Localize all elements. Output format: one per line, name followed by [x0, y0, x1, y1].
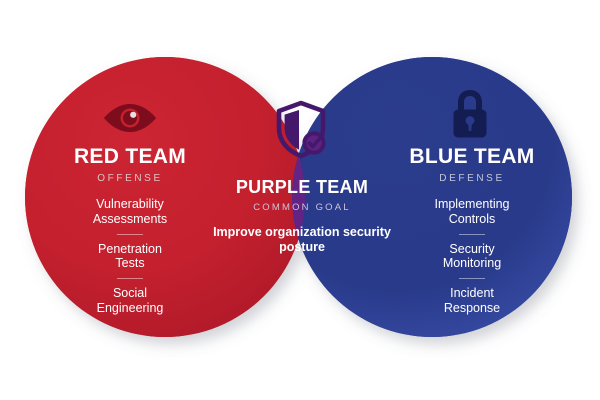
- purple-team-goal: Improve organization security posture: [213, 224, 391, 254]
- list-separator: [117, 233, 143, 235]
- purple-team-title: PURPLE TEAM: [235, 177, 369, 197]
- purple-team-panel: PURPLE TEAM COMMON GOAL Improve organiza…: [212, 178, 392, 255]
- list-separator: [459, 278, 485, 279]
- blue-team-subtitle: DEFENSE: [439, 173, 505, 184]
- eye-icon: [103, 98, 157, 138]
- shield-check-icon: [273, 100, 329, 160]
- blue-team-title: BLUE TEAM: [409, 145, 535, 168]
- blue-team-circle[interactable]: [292, 57, 572, 337]
- red-team-circle[interactable]: [25, 57, 305, 337]
- lock-icon: [450, 88, 490, 140]
- list-separator: [459, 233, 485, 235]
- red-team-subtitle: OFFENSE: [97, 173, 163, 184]
- list-separator: [117, 278, 143, 279]
- red-team-title: RED TEAM: [73, 145, 187, 168]
- purple-team-subtitle: COMMON GOAL: [253, 202, 351, 213]
